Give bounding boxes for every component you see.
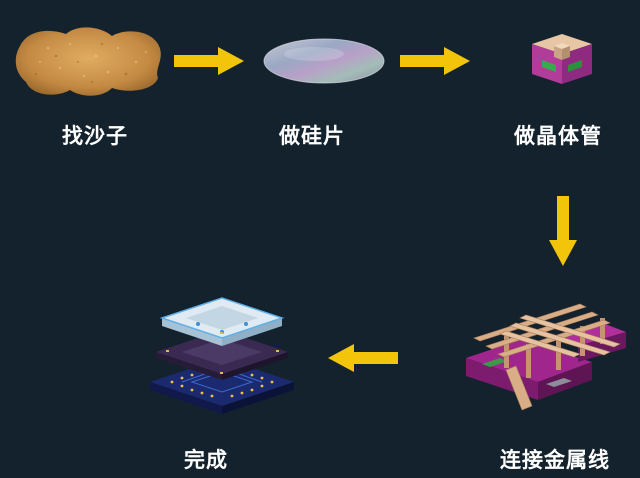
step-label-transistor: 做晶体管 xyxy=(514,124,602,148)
cpu-chip-stack-icon xyxy=(150,297,294,414)
arrow-left-icon xyxy=(328,344,398,372)
step-label-interconnect: 连接金属线 xyxy=(500,448,610,472)
arrow-right-icon xyxy=(400,47,470,75)
step-label-sand: 找沙子 xyxy=(62,124,128,148)
silicon-wafer-icon xyxy=(263,38,385,84)
sand-pile-icon xyxy=(15,27,161,96)
step-label-done: 完成 xyxy=(184,448,228,472)
arrow-down-icon xyxy=(549,196,577,266)
metal-interconnect-icon xyxy=(466,303,626,411)
arrow-right-icon xyxy=(174,47,244,75)
step-label-wafer: 做硅片 xyxy=(279,124,345,148)
transistor-cube-icon xyxy=(532,34,592,84)
